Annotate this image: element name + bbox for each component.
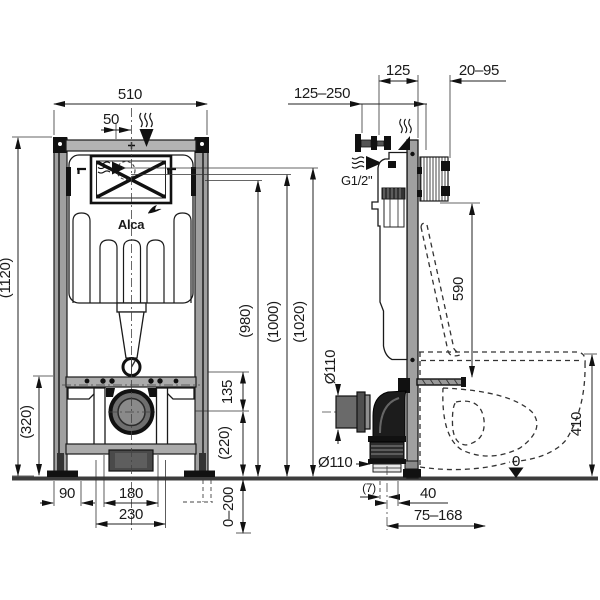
drain-bracket [67,387,195,446]
dim-230: 230 [119,506,143,523]
dim-20-95: 20–95 [459,62,499,79]
bowl-mounting-rod [416,377,466,387]
dim-40: 40 [420,485,436,502]
label-inlet-thread: G1/2" [341,173,373,188]
dim-75-168: 75–168 [414,507,462,524]
outlet-spigot [322,391,372,433]
dim-1000: (1000) [265,301,282,343]
dim-dia110-elbow: Ø110 [318,454,352,471]
dim-90: 90 [59,485,75,502]
dim-410: 410 [568,412,585,436]
dim-980: (980) [237,304,254,338]
water-inlet-assembly [355,134,391,152]
floor-line [12,476,598,481]
floor-datum-marker: 0 [508,453,524,478]
dim-50: 50 [103,111,119,128]
dim-180: 180 [119,485,143,502]
frame-top-bar [65,139,197,152]
side-vent-waves-icon [399,118,412,134]
brand-logo-text: Alca [118,217,145,232]
dim-510: 510 [118,86,142,103]
window-vent-waves-icon [97,161,126,175]
dim-135: 135 [219,380,236,404]
water-flow-arrow-icon [351,156,382,170]
front-view: Alca [47,108,215,532]
wall-bracket [417,156,450,202]
adjustable-feet [47,453,215,477]
side-dimensions: 125–250 125 20–95 G1/2" 590 410 Ø110 Ø11… [288,62,597,529]
toilet-bowl-outline [419,222,586,471]
window-clamps [66,167,196,196]
inspection-window [89,154,173,205]
dim-1120: (1120) [0,257,14,298]
flush-vent-arrow-icon [139,112,154,147]
bird-icon [148,205,162,214]
lower-crossbar [65,443,197,472]
front-dimensions: 510 50 (1120) (320) (980) (1000) (1020) … [0,86,318,534]
frame-rails [53,137,209,476]
dim-125-250: 125–250 [294,85,350,102]
dim-590: 590 [450,277,467,301]
dim-dia110-spigot: Ø110 [322,350,339,384]
dim-1020: (1020) [291,301,308,343]
brand-logo: Alca [118,205,162,232]
upper-crossbar [62,376,200,388]
dim-125: 125 [386,62,410,79]
dim-7: (7) [362,481,376,495]
dim-0-200: 0–200 [220,487,237,527]
dim-220: (220) [216,426,233,460]
side-view [322,118,586,530]
side-cistern [371,151,410,393]
dim-datum-0: 0 [512,453,520,470]
flush-bend-elbow [368,390,407,473]
dim-320: (320) [18,405,35,439]
